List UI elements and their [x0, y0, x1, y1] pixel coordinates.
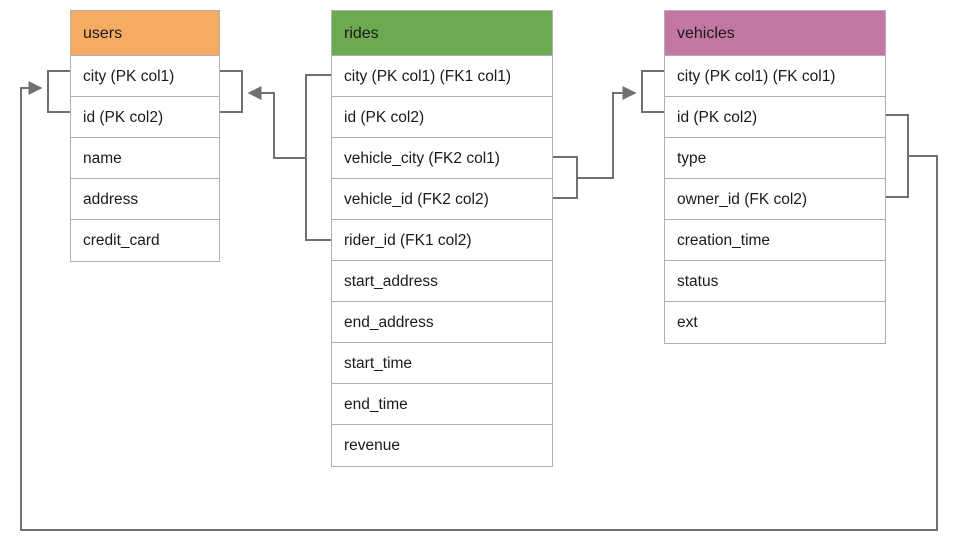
table-rides[interactable]: rides city (PK col1) (FK1 col1) id (PK c…	[331, 10, 553, 467]
table-vehicles-column-ext[interactable]: ext	[665, 302, 885, 343]
table-users-column-id[interactable]: id (PK col2)	[71, 97, 219, 138]
table-rides-column-revenue[interactable]: revenue	[332, 425, 552, 466]
table-vehicles-title: vehicles	[665, 11, 885, 56]
table-rides-column-city[interactable]: city (PK col1) (FK1 col1)	[332, 56, 552, 97]
connector-rides-right-bracket	[553, 156, 578, 199]
table-vehicles-column-type[interactable]: type	[665, 138, 885, 179]
table-rides-column-end-address[interactable]: end_address	[332, 302, 552, 343]
table-users-column-credit-card[interactable]: credit_card	[71, 220, 219, 261]
table-rides-column-vehicle-city[interactable]: vehicle_city (FK2 col1)	[332, 138, 552, 179]
table-rides-column-vehicle-id[interactable]: vehicle_id (FK2 col2)	[332, 179, 552, 220]
connector-rides-to-vehicles	[577, 86, 637, 179]
table-rides-title: rides	[332, 11, 552, 56]
table-rides-column-start-time[interactable]: start_time	[332, 343, 552, 384]
connector-vehicles-left-bracket	[641, 70, 664, 113]
table-vehicles-column-creation-time[interactable]: creation_time	[665, 220, 885, 261]
table-vehicles-column-status[interactable]: status	[665, 261, 885, 302]
connector-vehicles-to-users	[20, 81, 938, 531]
connector-users-left-bracket	[47, 70, 70, 113]
table-vehicles-column-city[interactable]: city (PK col1) (FK col1)	[665, 56, 885, 97]
table-rides-column-rider-id[interactable]: rider_id (FK1 col2)	[332, 220, 552, 261]
table-vehicles-column-owner-id[interactable]: owner_id (FK col2)	[665, 179, 885, 220]
connector-rides-to-users	[247, 86, 306, 159]
table-users[interactable]: users city (PK col1) id (PK col2) name a…	[70, 10, 220, 262]
table-vehicles[interactable]: vehicles city (PK col1) (FK col1) id (PK…	[664, 10, 886, 344]
table-rides-column-end-time[interactable]: end_time	[332, 384, 552, 425]
table-rides-column-id[interactable]: id (PK col2)	[332, 97, 552, 138]
connector-vehicles-right-bracket	[886, 114, 909, 198]
connector-rides-left-bracket	[305, 74, 331, 241]
table-users-column-city[interactable]: city (PK col1)	[71, 56, 219, 97]
connector-users-right-bracket	[220, 70, 243, 113]
table-rides-column-start-address[interactable]: start_address	[332, 261, 552, 302]
table-users-column-name[interactable]: name	[71, 138, 219, 179]
table-users-column-address[interactable]: address	[71, 179, 219, 220]
table-vehicles-column-id[interactable]: id (PK col2)	[665, 97, 885, 138]
table-users-title: users	[71, 11, 219, 56]
